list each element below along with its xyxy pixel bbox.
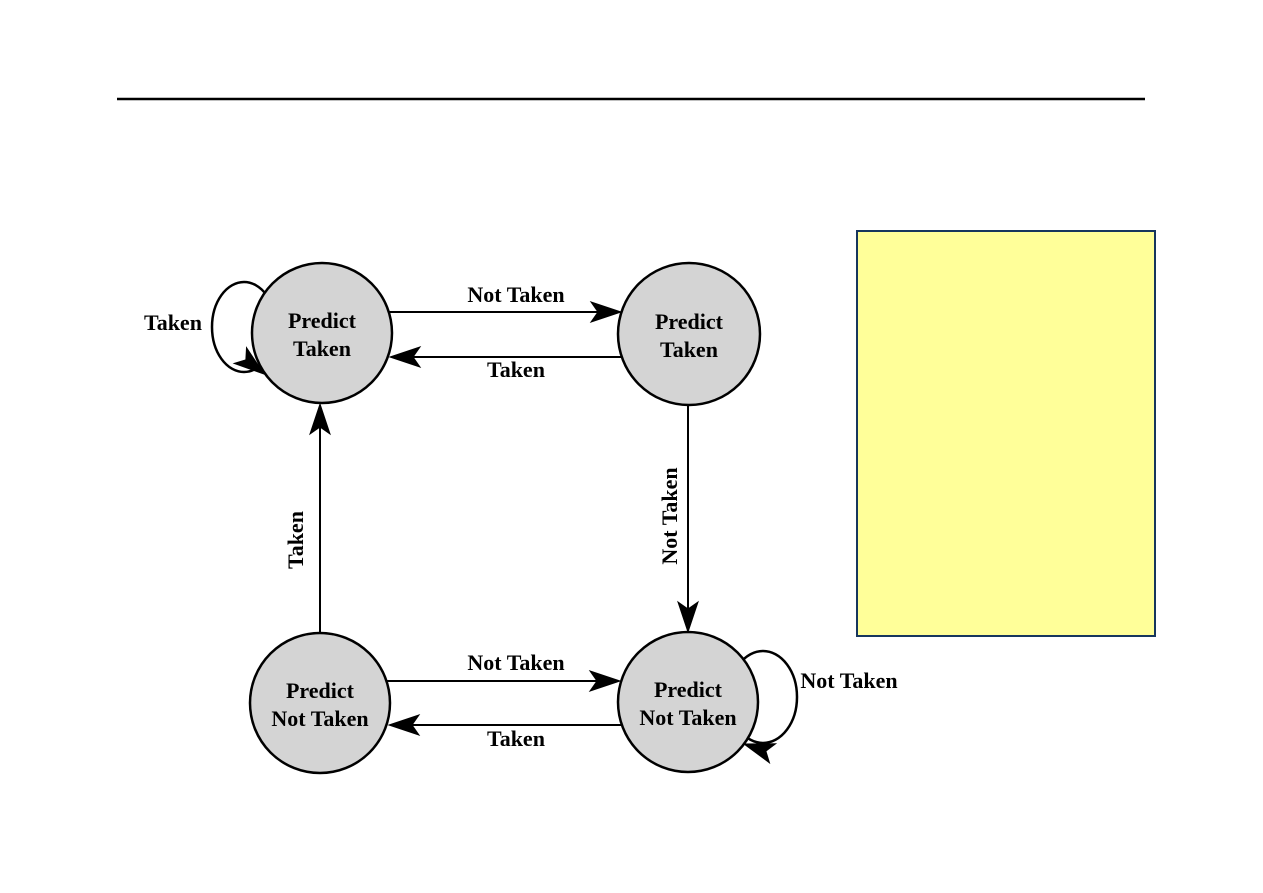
state-label-top-left-line1: Predict [288,308,357,333]
state-label-bottom-left-line2: Not Taken [271,706,368,731]
edge-label-bottom-forward: Not Taken [467,650,564,675]
arrowhead-self-loop-top-left [232,346,266,375]
state-circle-bottom-left [248,631,392,775]
edge-label-bottom-back: Taken [487,726,545,751]
state-label-top-right-line1: Predict [655,309,724,334]
edge-label-top-back: Taken [487,357,545,382]
edge-label-right-down: Not Taken [657,467,682,564]
arrowhead-self-loop-bottom-right [742,743,778,765]
arrowhead-right-down [677,600,699,634]
state-circle-bottom-right [616,630,760,774]
state-circle-top-left [250,261,394,405]
state-label-bottom-right-line2: Not Taken [639,705,736,730]
state-label-bottom-left-line1: Predict [286,678,355,703]
arrowhead-top-forward [589,301,623,323]
arrowhead-bottom-forward [588,670,622,692]
state-label-bottom-right-line1: Predict [654,677,723,702]
edge-label-self-loop-top-left: Taken [144,310,202,335]
arrowhead-left-up [309,402,331,436]
arrowhead-bottom-back [387,714,421,736]
note-box [856,230,1156,637]
state-label-top-left-line2: Taken [293,336,351,361]
state-circle-top-right [616,261,762,407]
edge-label-top-forward: Not Taken [467,282,564,307]
arrowhead-top-back [388,346,422,368]
edge-label-self-loop-bottom-right: Not Taken [800,668,897,693]
state-label-top-right-line2: Taken [660,337,718,362]
edge-label-left-up: Taken [283,511,308,569]
